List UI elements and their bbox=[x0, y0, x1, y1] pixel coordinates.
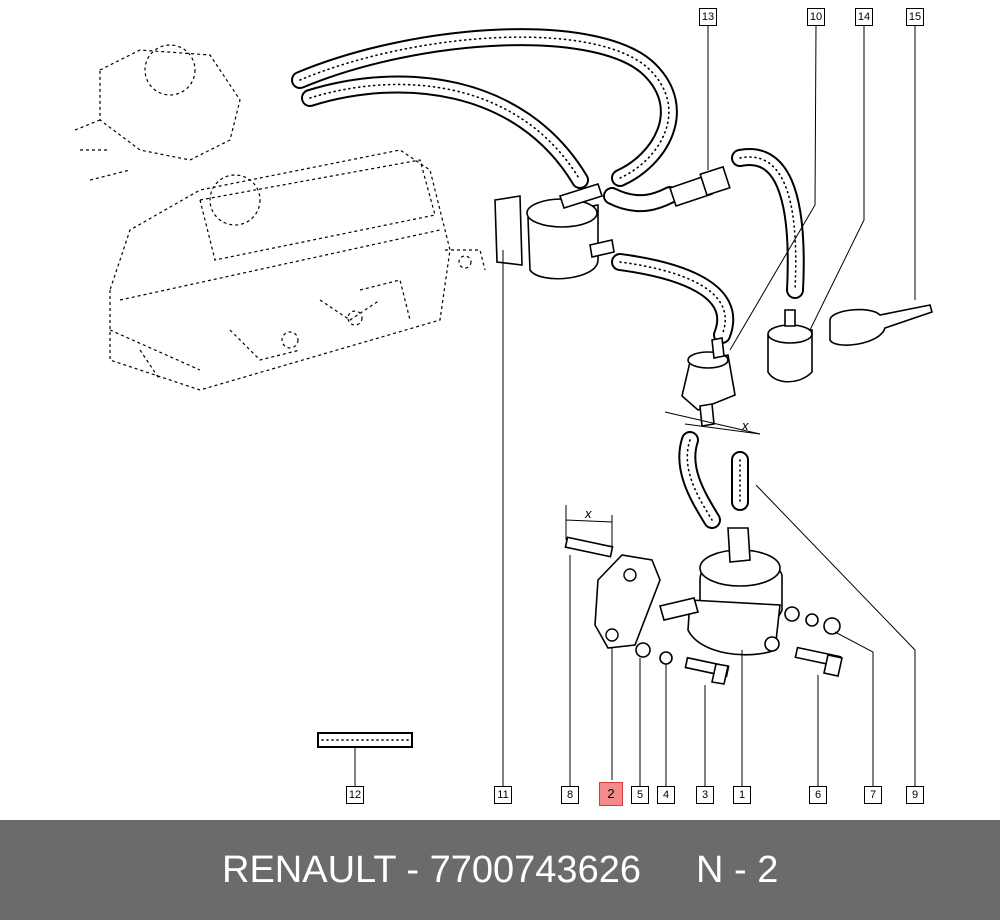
callout-11: 11 bbox=[494, 786, 512, 804]
leader-lines bbox=[354, 25, 916, 786]
dimension-x-lower bbox=[565, 505, 613, 550]
fuel-hose-pump-inlet bbox=[678, 431, 721, 529]
inline-fuel-filter bbox=[681, 337, 736, 427]
dimension-x-upper bbox=[664, 411, 761, 435]
callout-14: 14 bbox=[855, 8, 873, 26]
callout-2-highlighted: 2 bbox=[599, 782, 623, 806]
stud bbox=[564, 536, 614, 558]
fuel-filter-canister bbox=[494, 183, 615, 280]
callout-4: 4 bbox=[657, 786, 675, 804]
dimension-label-upper: x bbox=[741, 418, 749, 433]
inline-connector bbox=[668, 165, 731, 208]
fuel-hose-upper bbox=[291, 28, 678, 187]
part-number-text: RENAULT - 7700743626 bbox=[222, 849, 641, 891]
fuel-hose-to-filter bbox=[603, 148, 805, 299]
hose-clip bbox=[829, 304, 933, 346]
callout-8: 8 bbox=[561, 786, 579, 804]
callout-6: 6 bbox=[809, 786, 827, 804]
bolt-6 bbox=[794, 646, 843, 677]
callout-1: 1 bbox=[733, 786, 751, 804]
footer-bar: RENAULT - 7700743626 N - 2 bbox=[0, 820, 1000, 920]
fuel-filter-alt bbox=[767, 309, 813, 383]
callout-10: 10 bbox=[807, 8, 825, 26]
insulator-flange bbox=[594, 554, 661, 649]
callout-13: 13 bbox=[699, 8, 717, 26]
callout-7: 7 bbox=[864, 786, 882, 804]
diagram-reference-text: N - 2 bbox=[696, 849, 779, 891]
hose-piece-12 bbox=[317, 732, 413, 748]
washers-nuts bbox=[635, 606, 841, 665]
fuel-system-diagram: x x bbox=[74, 25, 933, 786]
callout-12: 12 bbox=[346, 786, 364, 804]
short-hose-9 bbox=[731, 451, 749, 511]
fuel-pump bbox=[659, 527, 783, 656]
fuel-hose-return bbox=[301, 75, 589, 189]
engine-block-outline bbox=[74, 44, 486, 391]
dimension-label-lower: x bbox=[584, 506, 592, 521]
fuel-hose-lower bbox=[611, 253, 735, 344]
callout-9: 9 bbox=[906, 786, 924, 804]
bolt-3 bbox=[684, 656, 730, 685]
callout-15: 15 bbox=[906, 8, 924, 26]
callout-3: 3 bbox=[696, 786, 714, 804]
callout-5: 5 bbox=[631, 786, 649, 804]
